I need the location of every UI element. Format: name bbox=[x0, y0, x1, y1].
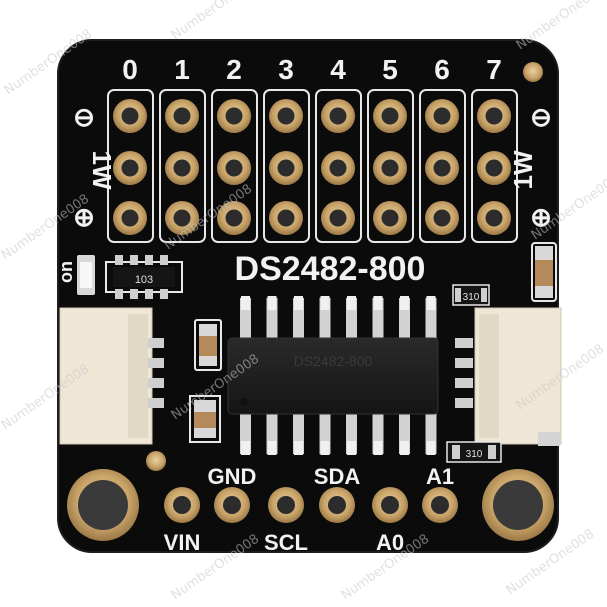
left-side-labels: ⊖ 1W ⊕ bbox=[73, 102, 117, 232]
through-hole-pad bbox=[113, 99, 147, 133]
through-hole-pad bbox=[425, 201, 459, 235]
resistor-code: 310 bbox=[463, 292, 480, 303]
header-pad bbox=[372, 487, 408, 523]
stemma-connector-right bbox=[455, 307, 562, 446]
through-hole-pad bbox=[425, 99, 459, 133]
header-pad bbox=[422, 487, 458, 523]
plus-symbol: ⊕ bbox=[530, 202, 552, 232]
mounting-hole-right bbox=[482, 469, 554, 541]
chip-pin bbox=[293, 298, 304, 340]
through-hole-pad bbox=[373, 99, 407, 133]
chip-pin bbox=[372, 298, 384, 340]
through-hole-pad bbox=[425, 151, 459, 185]
channel-label: 5 bbox=[382, 54, 398, 85]
header-pads bbox=[164, 487, 458, 523]
minus-symbol: ⊖ bbox=[530, 102, 552, 132]
chip-pin bbox=[346, 412, 357, 454]
led-label: on bbox=[56, 261, 76, 283]
board-title: DS2482-800 bbox=[235, 250, 426, 288]
resistor-small-bottom: 310 bbox=[446, 441, 502, 463]
mounting-hole-left bbox=[67, 469, 139, 541]
chip-pin bbox=[293, 412, 304, 454]
pin-label-gnd: GND bbox=[208, 464, 257, 489]
through-hole-pad bbox=[269, 201, 303, 235]
header-pad bbox=[164, 487, 200, 523]
channel-label: 2 bbox=[226, 54, 242, 85]
through-hole-pad bbox=[477, 201, 511, 235]
watermark-text: NumberOne008 bbox=[514, 0, 607, 53]
resistor-small-top: 310 bbox=[452, 284, 490, 306]
chip-pin bbox=[266, 298, 278, 340]
through-hole-pad bbox=[217, 99, 251, 133]
resistor-code: 310 bbox=[466, 449, 483, 460]
onewire-pads bbox=[113, 99, 511, 235]
through-hole-pad bbox=[113, 201, 147, 235]
onewire-label-left: 1W bbox=[87, 151, 117, 190]
channel-outlines bbox=[107, 89, 518, 243]
ds2482-chip: DS2482-800 bbox=[227, 296, 439, 455]
pin-label-scl: SCL bbox=[264, 530, 308, 555]
watermark-text: NumberOne008 bbox=[169, 0, 262, 43]
through-hole-pad bbox=[373, 151, 407, 185]
through-hole-pad bbox=[165, 151, 199, 185]
chip-marking: DS2482-800 bbox=[294, 353, 373, 369]
chip-pin bbox=[319, 412, 331, 454]
right-side-labels: ⊖ 1W ⊕ bbox=[508, 102, 552, 232]
pin-label-vin: VIN bbox=[164, 530, 201, 555]
chip-pin bbox=[425, 298, 437, 340]
channel-label: 1 bbox=[174, 54, 190, 85]
through-hole-pad bbox=[373, 201, 407, 235]
chip-pin bbox=[240, 298, 251, 340]
header-pad bbox=[268, 487, 304, 523]
channel-label: 6 bbox=[434, 54, 450, 85]
resistor-code: 103 bbox=[135, 274, 153, 286]
through-hole-pad bbox=[321, 201, 355, 235]
channel-label: 3 bbox=[278, 54, 294, 85]
header-pad bbox=[319, 487, 355, 523]
chip-pin bbox=[425, 412, 437, 454]
through-hole-pad bbox=[321, 151, 355, 185]
capacitor-left-lower bbox=[189, 395, 221, 443]
pin-label-a1: A1 bbox=[426, 464, 454, 489]
through-hole-pad bbox=[217, 151, 251, 185]
chip-pin bbox=[240, 412, 251, 454]
through-hole-pad bbox=[269, 151, 303, 185]
pin-labels-top: GND SDA A1 bbox=[208, 464, 455, 489]
channel-label: 0 bbox=[122, 54, 138, 85]
chip-pin bbox=[399, 412, 410, 454]
through-hole-pad bbox=[321, 99, 355, 133]
onewire-label-right: 1W bbox=[508, 150, 538, 189]
through-hole-pad bbox=[217, 201, 251, 235]
resistor-network: 103 bbox=[105, 255, 183, 299]
through-hole-pad bbox=[113, 151, 147, 185]
chip-pin bbox=[266, 412, 278, 454]
channel-label: 4 bbox=[330, 54, 346, 85]
capacitor-top-right bbox=[531, 242, 557, 302]
chip-pin bbox=[399, 298, 410, 340]
chip-pin bbox=[372, 412, 384, 454]
through-hole-pad bbox=[477, 151, 511, 185]
pin-label-a0: A0 bbox=[376, 530, 404, 555]
header-pad bbox=[214, 487, 250, 523]
stemma-connector-left bbox=[59, 307, 164, 445]
through-hole-pad bbox=[477, 99, 511, 133]
pin-label-sda: SDA bbox=[314, 464, 361, 489]
through-hole-pad bbox=[165, 201, 199, 235]
chip-pin bbox=[319, 298, 331, 340]
power-led bbox=[77, 255, 95, 295]
fiducial-pad bbox=[523, 62, 543, 82]
pin-labels-bottom: VIN SCL A0 bbox=[164, 530, 404, 555]
channel-label: 7 bbox=[486, 54, 502, 85]
capacitor-left-upper bbox=[194, 319, 222, 371]
chip-pin bbox=[346, 298, 357, 340]
plus-symbol: ⊕ bbox=[73, 202, 95, 232]
minus-symbol: ⊖ bbox=[73, 102, 95, 132]
through-hole-pad bbox=[269, 99, 303, 133]
channel-numbers: 0 1 2 3 4 5 6 7 bbox=[122, 54, 502, 85]
through-hole-pad bbox=[165, 99, 199, 133]
fiducial-pad bbox=[146, 451, 166, 471]
